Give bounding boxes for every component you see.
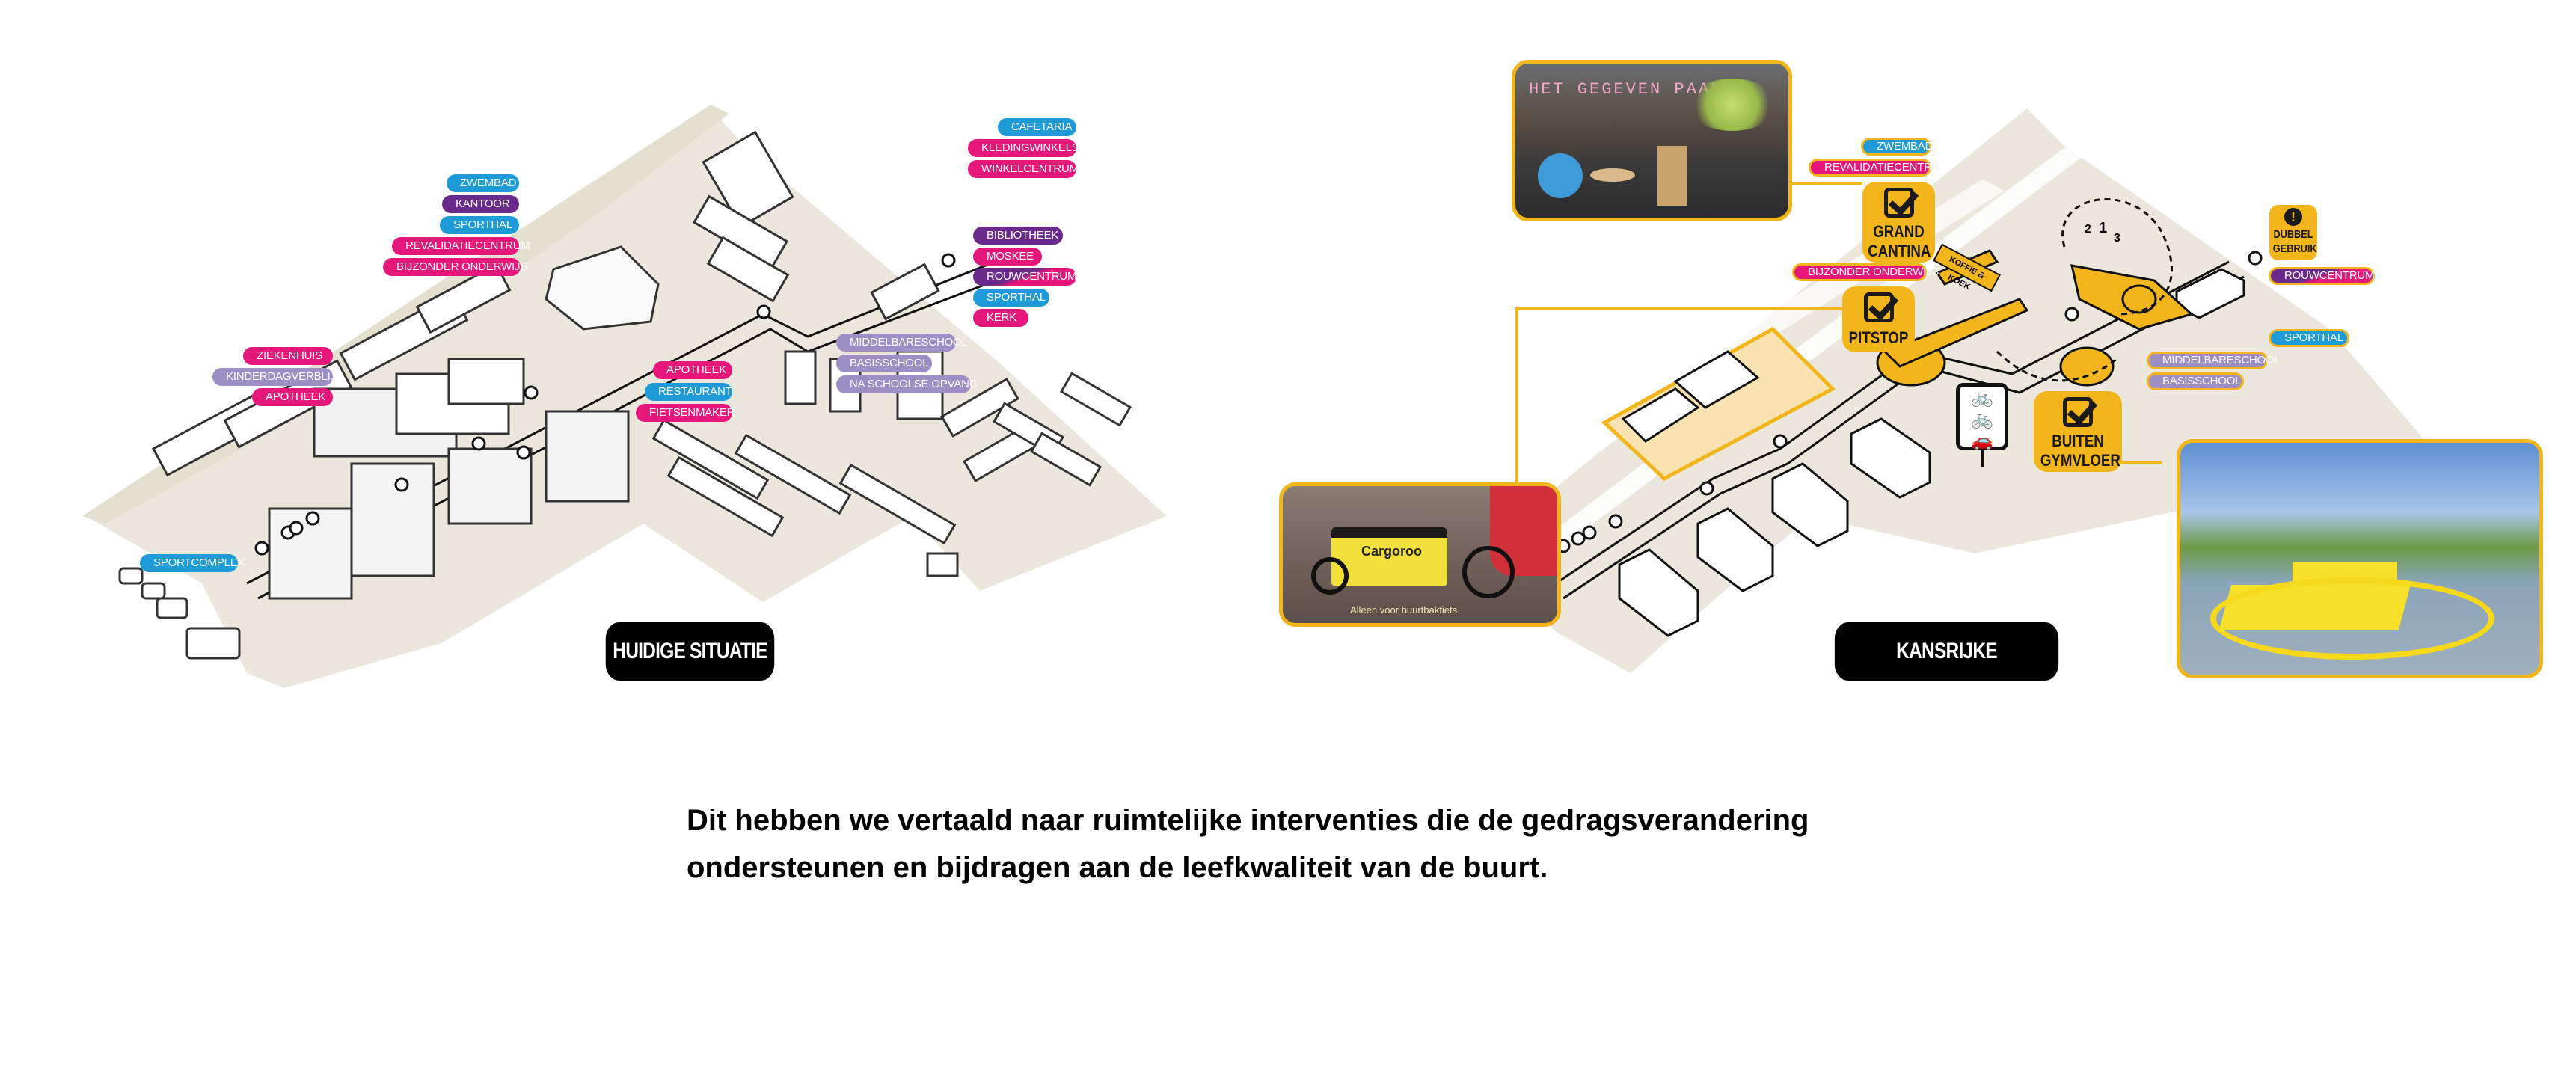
photo-outdoor-gym xyxy=(2177,439,2543,678)
checkbox-checked-icon xyxy=(1863,292,1894,322)
cargo-bike-icon: 🚲 xyxy=(1971,387,1993,408)
left-map-location-pins xyxy=(254,253,956,556)
label-kledingwinkels: KLEDINGWINKELS xyxy=(968,139,1079,157)
photo-counter xyxy=(1657,146,1687,206)
intervention-label: GRAND xyxy=(1873,222,1925,241)
photo-person xyxy=(1538,153,1583,198)
intervention-label: BUITEN xyxy=(2052,432,2104,450)
photo-cargo-box: Cargoroo xyxy=(1331,527,1447,586)
tag-middelbareschool: MIDDELBARESCHOOL xyxy=(2147,352,2281,369)
intervention-pitstop: PITSTOP xyxy=(1842,286,1915,352)
right-map-location-pins xyxy=(1556,251,2263,553)
caption-line-2: ondersteunen en bijdragen aan de leefkwa… xyxy=(687,851,1548,884)
intervention-grand-cantina: GRAND CANTINA xyxy=(1862,182,1935,263)
tag-sporthal: SPORTHAL xyxy=(2269,329,2349,347)
label-rouwcentrum: ROUWCENTRUM xyxy=(973,268,1076,286)
photo-front-wheel xyxy=(1311,557,1349,595)
label-kantoor: KANTOOR xyxy=(442,195,519,213)
tag-rouwcentrum: ROUWCENTRUM xyxy=(2269,267,2375,285)
label-sportcomplex: SPORTCOMPLEX xyxy=(140,554,245,572)
tag-basisschool: BASISSCHOOL xyxy=(2147,372,2244,390)
label-zwembad: ZWEMBAD xyxy=(447,174,519,192)
checkbox-checked-icon xyxy=(2063,397,2093,427)
label-restaurant: RESTAURANT xyxy=(645,383,732,401)
caption-text: Dit hebben we vertaald naar ruimtelijke … xyxy=(687,797,1958,892)
label-sporthal: SPORTHAL xyxy=(440,216,519,234)
photo-grand-cantina: HET GEGEVEN PAARD xyxy=(1512,60,1792,221)
sign-post xyxy=(1981,450,1984,467)
intervention-buiten-gymvloer: BUITEN GYMVLOER xyxy=(2034,391,2122,472)
tag-zwembad: ZWEMBAD xyxy=(1861,138,1933,156)
label-winkelcentrum: WINKELCENTRUM xyxy=(968,160,1079,178)
label-na-schoolse-opvang: NA SCHOOLSE OPVANG xyxy=(836,375,978,393)
bomb-alert-icon: ! xyxy=(2284,208,2302,226)
label-bibliotheek: BIBLIOTHEEK xyxy=(973,227,1063,245)
photo-cargo-brand: Cargoroo xyxy=(1361,544,1422,559)
label-cafetaria: CAFETARIA xyxy=(998,118,1076,136)
intervention-label: GYMVLOER xyxy=(2040,451,2120,470)
label-kinderdagverblijf: KINDERDAGVERBLIJF xyxy=(212,368,343,386)
intervention-label: CANTINA xyxy=(1868,242,1931,260)
left-map-buildings xyxy=(118,130,1132,660)
mobility-hub-sign: 🚲 🚲 🚗 xyxy=(1956,383,2008,451)
tag-bijzonder-onderwijs: BIJZONDER ONDERWIJS xyxy=(1792,263,1939,281)
tag-revalidatiecentrum: REVALIDATIECENTRUM xyxy=(1809,159,1949,177)
electric-car-icon: 🚗 xyxy=(1971,431,1993,451)
photo-table xyxy=(1590,168,1635,182)
label-middelbareschool: MIDDELBARESCHOOL xyxy=(836,334,968,352)
podium-rank-2: 2 xyxy=(2085,223,2091,236)
right-map-highlight-zone xyxy=(1601,326,1836,482)
bicycle-icon: 🚲 xyxy=(1971,409,1993,429)
caption-line-1: Dit hebben we vertaald naar ruimtelijke … xyxy=(687,804,1809,837)
photo-yellow-ring xyxy=(2210,577,2494,660)
intervention-label: PITSTOP xyxy=(1848,328,1909,347)
photo-rear-wheel xyxy=(1462,546,1515,598)
title-huidige-situatie: HUIDIGE SITUATIE xyxy=(605,622,775,681)
label-fietsenmaker: FIETSENMAKER xyxy=(636,404,735,422)
photo-cargo-bike: Cargoroo Alleen voor buurtbakfiets xyxy=(1279,482,1561,627)
label-sporthal-east: SPORTHAL xyxy=(973,289,1049,307)
intervention-label: DUBBEL xyxy=(2273,228,2313,241)
photo-plants xyxy=(1687,79,1777,131)
label-apotheek-center: APOTHEEK xyxy=(653,361,732,379)
label-basisschool: BASISSCHOOL xyxy=(836,355,932,372)
right-map-buildings xyxy=(1618,268,2245,637)
photo-ground-text: Alleen voor buurtbakfiets xyxy=(1350,604,1458,616)
label-ziekenhuis: ZIEKENHUIS xyxy=(243,347,333,365)
label-revalidatiecentrum: REVALIDATIECENTRUM xyxy=(392,237,530,255)
podium-rank-3: 3 xyxy=(2114,232,2120,245)
title-kansrijke-interventies: KANSRIJKE INTERVENTIES xyxy=(1834,622,2059,722)
label-kerk: KERK xyxy=(973,309,1028,327)
intervention-dubbel-gebruik: ! DUBBEL GEBRUIK xyxy=(2269,205,2317,260)
checkbox-checked-icon xyxy=(1883,188,1914,218)
label-bijzonder-onderwijs: BIJZONDER ONDERWIJS xyxy=(383,258,527,276)
intervention-label: GEBRUIK xyxy=(2272,242,2317,255)
label-moskee: MOSKEE xyxy=(973,248,1042,266)
label-apotheek-west: APOTHEEK xyxy=(252,388,333,406)
podium-rank-1: 1 xyxy=(2099,220,2108,236)
